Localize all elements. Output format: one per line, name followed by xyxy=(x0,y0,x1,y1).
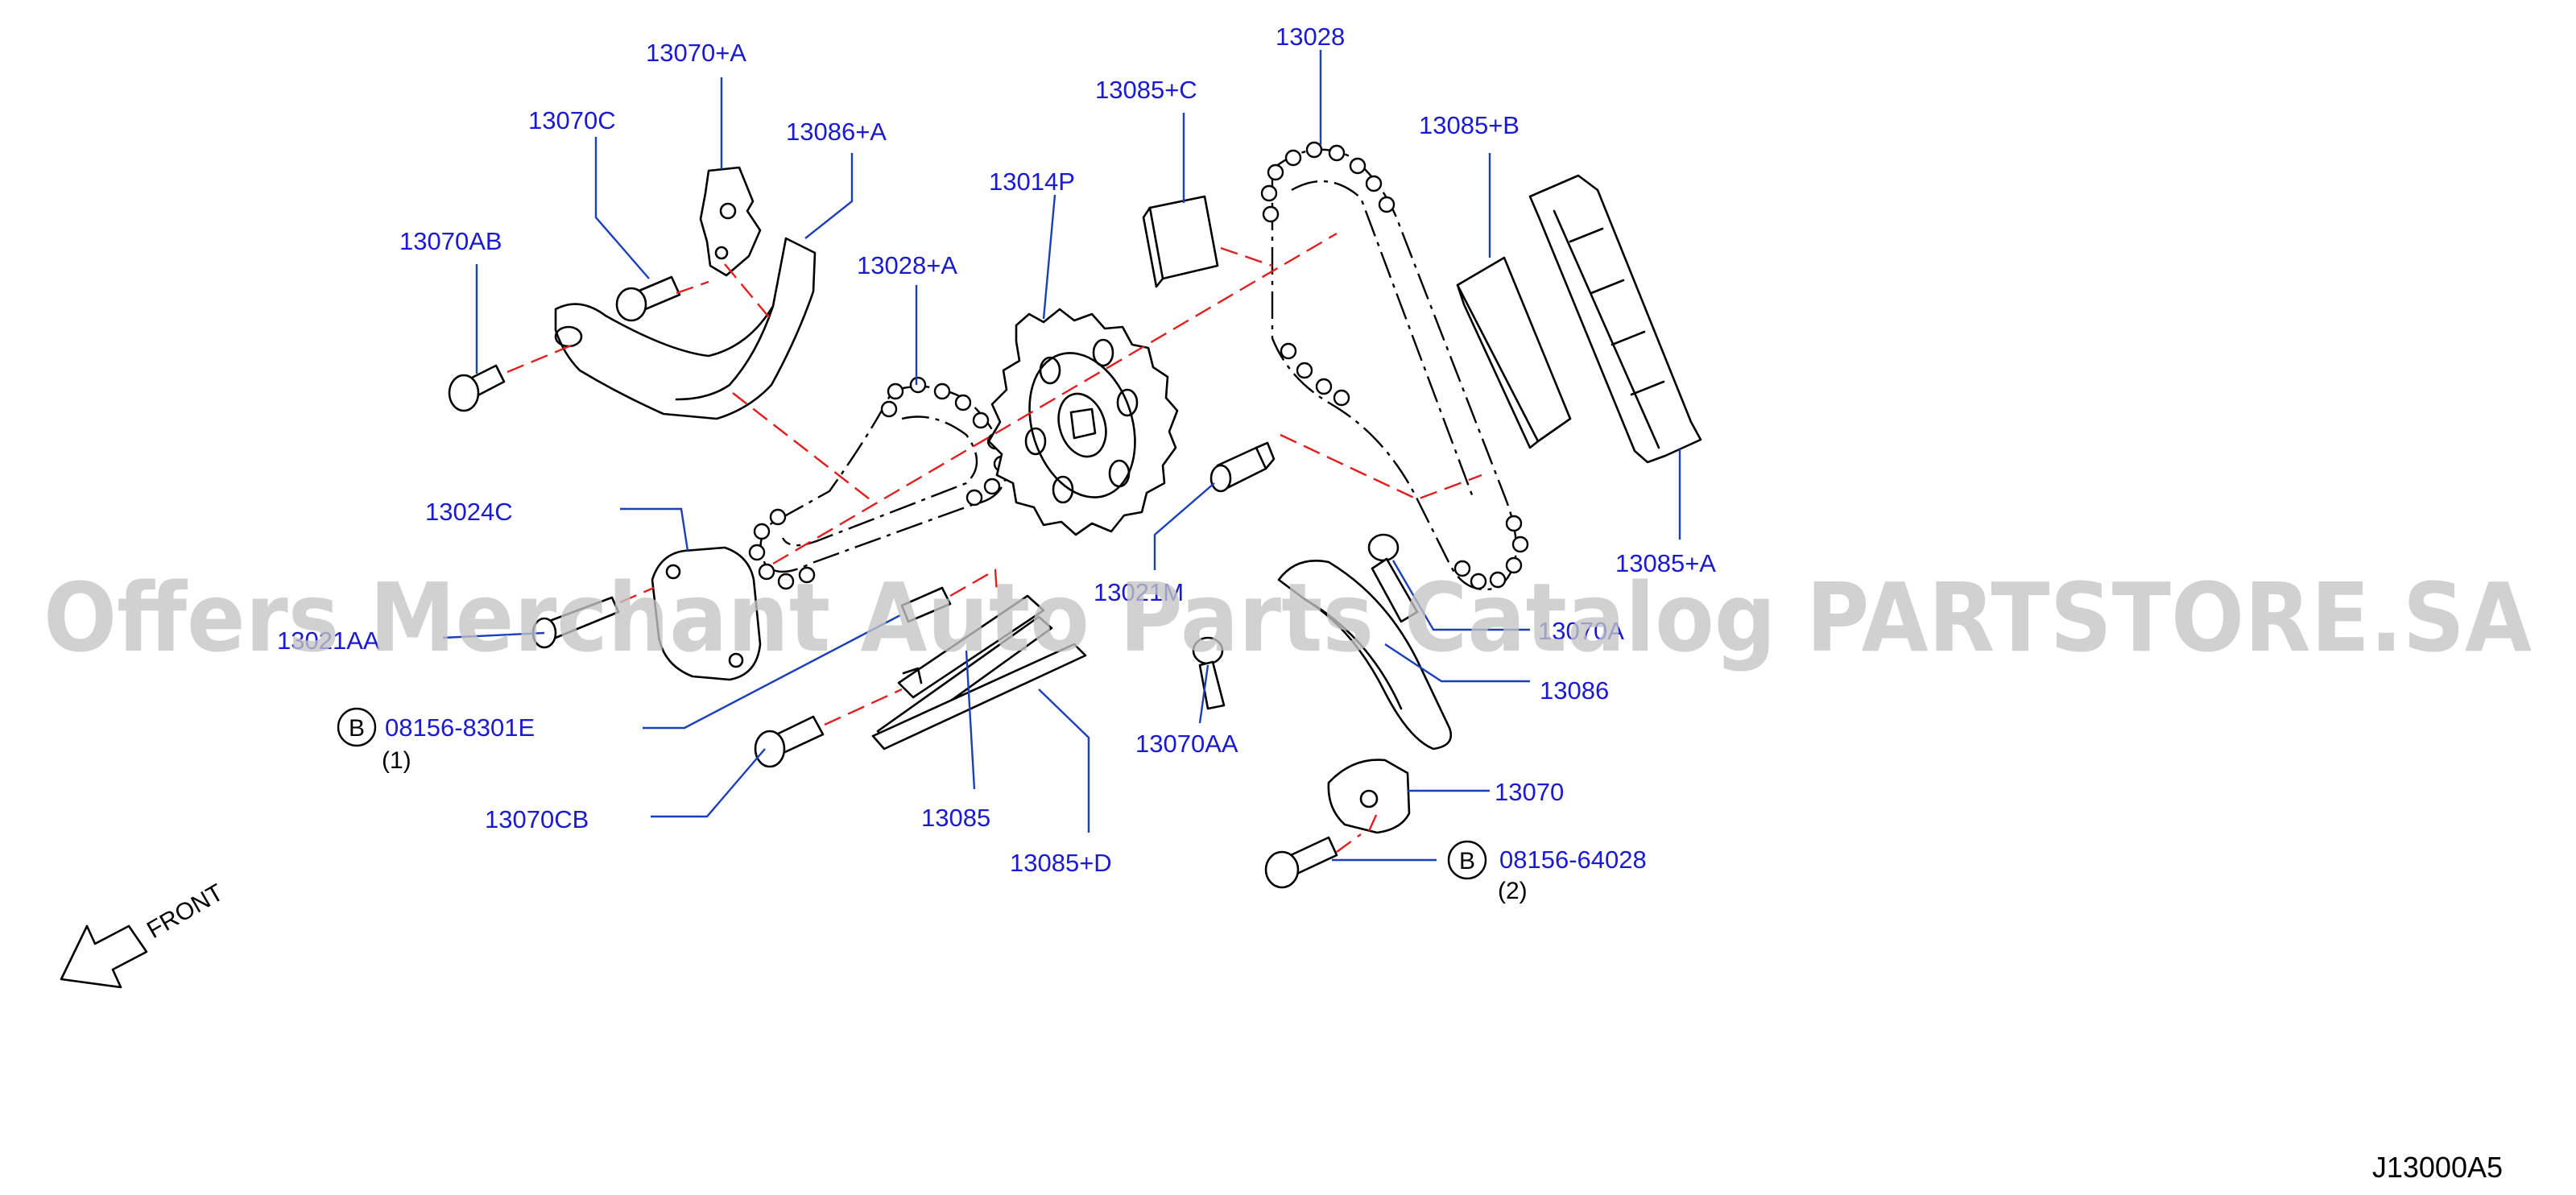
part-chain-guide-13085B xyxy=(1456,256,1572,449)
callout-13021m[interactable]: 13021M xyxy=(1094,578,1184,606)
part-plate-13024C xyxy=(651,546,762,681)
callout-08156-8301e[interactable]: 08156-8301E xyxy=(385,713,535,742)
part-plunger-13021M xyxy=(1209,441,1276,493)
callout-13014p[interactable]: 13014P xyxy=(989,167,1075,196)
part-bolt-13070C xyxy=(615,275,681,322)
badge-circle-08156-8301e xyxy=(337,707,377,747)
callout-labels: 13070+A 13070C 13086+A 13070AB 13028+A 1… xyxy=(277,23,1716,904)
part-chain-guide-13085D xyxy=(871,643,1087,750)
part-tension-arm-lower xyxy=(1277,560,1453,750)
part-tensioner-bracket-upper xyxy=(699,166,762,277)
quantity-08156-64028: (2) xyxy=(1498,878,1528,904)
callout-13085-b[interactable]: 13085+B xyxy=(1419,111,1520,139)
callout-13085-c[interactable]: 13085+C xyxy=(1095,76,1197,104)
callout-13085-a[interactable]: 13085+A xyxy=(1615,549,1716,577)
part-chain-guide-13085 xyxy=(876,594,1053,746)
part-bolt-08156-8301E xyxy=(900,586,952,623)
callout-13070aa[interactable]: 13070AA xyxy=(1135,730,1238,758)
callout-13086[interactable]: 13086 xyxy=(1540,676,1609,705)
drawing-id: J13000A5 xyxy=(2372,1151,2503,1184)
part-bolt-13070A xyxy=(1367,533,1419,623)
callout-13085-d[interactable]: 13085+D xyxy=(1010,849,1112,877)
callout-13070ab[interactable]: 13070AB xyxy=(399,227,502,255)
alignment-centerlines xyxy=(507,232,1482,853)
callout-13028-a[interactable]: 13028+A xyxy=(857,251,957,279)
callout-13085[interactable]: 13085 xyxy=(921,804,990,832)
part-bolt-13070AB xyxy=(448,364,506,412)
callout-13070[interactable]: 13070 xyxy=(1495,778,1564,806)
part-timing-chain xyxy=(1260,141,1529,591)
callout-13070-a[interactable]: 13070+A xyxy=(646,39,746,67)
front-label: FRONT xyxy=(143,879,228,944)
callout-13024c[interactable]: 13024C xyxy=(425,498,513,526)
part-chain-guide-13085A xyxy=(1528,174,1702,464)
part-bolt-13070CB xyxy=(754,715,825,768)
front-arrow-icon xyxy=(60,924,148,989)
leader-lines xyxy=(442,50,1681,862)
callout-13070cb[interactable]: 13070CB xyxy=(485,805,589,833)
part-secondary-chain xyxy=(748,376,1011,590)
watermark-text: Offers Merchant Auto Parts Catalog PARTS… xyxy=(43,562,2532,673)
callout-13070a[interactable]: 13070A xyxy=(1538,617,1624,645)
part-bolt-08156-64028 xyxy=(1264,836,1338,889)
callout-13021aa[interactable]: 13021AA xyxy=(277,626,380,655)
part-camshaft-sprocket xyxy=(987,308,1179,536)
badge-circle-08156-64028 xyxy=(1447,840,1487,880)
badge-letter-08156-8301e: B xyxy=(349,715,365,742)
badge-letter-08156-64028: B xyxy=(1459,848,1475,875)
part-chain-guide-13085C xyxy=(1142,195,1219,288)
quantity-08156-8301e: (1) xyxy=(382,747,411,774)
callout-13070c[interactable]: 13070C xyxy=(528,106,616,134)
part-tensioner-lower xyxy=(1327,759,1411,834)
callout-13028[interactable]: 13028 xyxy=(1276,23,1345,51)
part-tension-arm-upper xyxy=(554,237,817,420)
part-bolt-13021AA xyxy=(531,596,620,649)
front-direction-indicator: FRONT xyxy=(60,879,228,989)
callout-13086-a[interactable]: 13086+A xyxy=(786,118,887,146)
callout-08156-64028[interactable]: 08156-64028 xyxy=(1499,846,1647,874)
